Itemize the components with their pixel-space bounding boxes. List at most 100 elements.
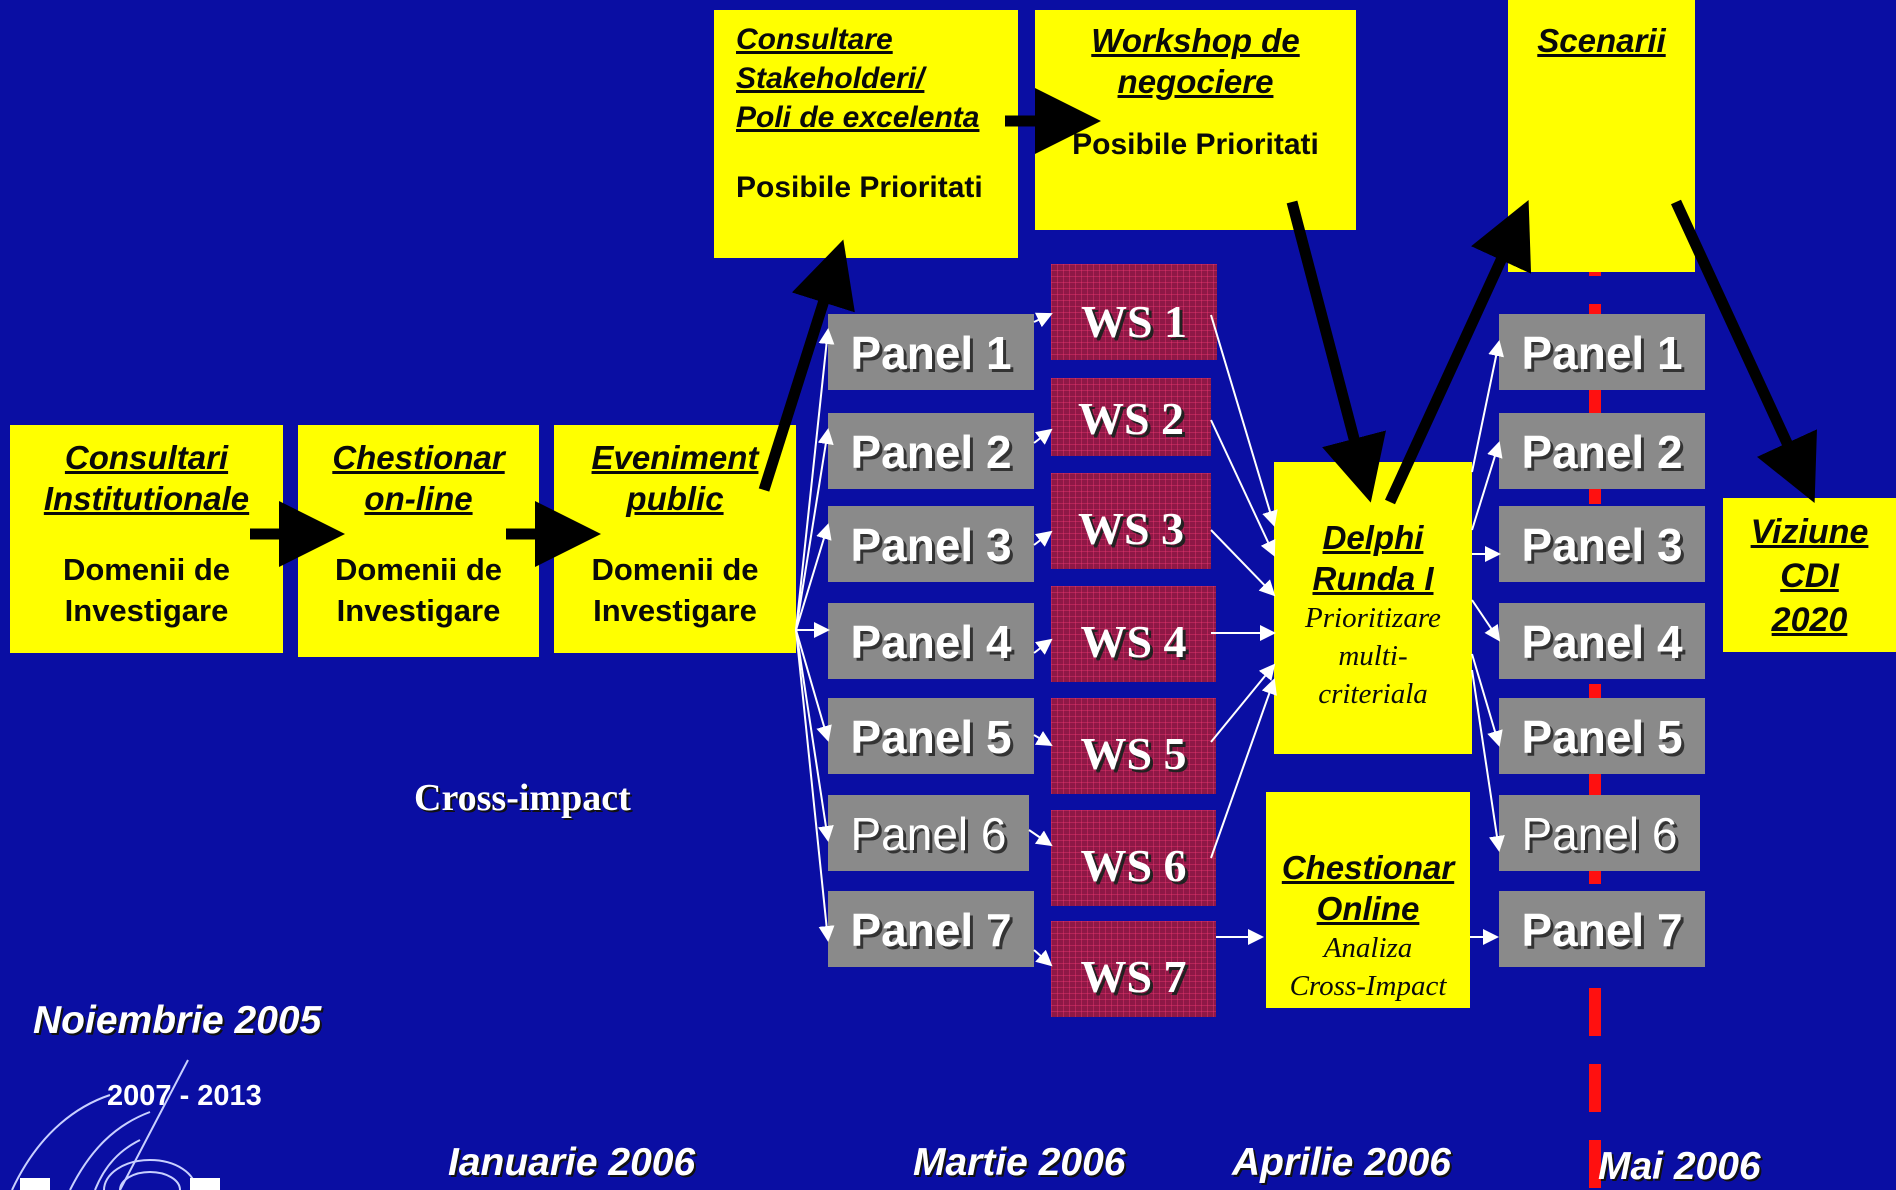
panel-right-5: Panel 5 [1499, 698, 1705, 774]
workshop-1: WS 1 [1051, 264, 1217, 360]
panel-right-2-label: Panel 2 [1521, 426, 1683, 478]
link-ws-6-delphi [1210, 678, 1277, 859]
ws-6-label: WS 6 [1080, 840, 1187, 891]
chestionar-online-title-2: Online [1316, 890, 1420, 927]
link-delphi-panel-4 [1471, 599, 1501, 642]
flow-arrows [250, 88, 1817, 567]
panel-right-7-label: Panel 7 [1521, 904, 1683, 956]
panel-right-4: Panel 4 [1499, 603, 1705, 679]
consultari-title-1: Consultari [64, 439, 229, 476]
consultari-title-2: Institutionale [43, 480, 250, 517]
month-noiembrie: Noiembrie 2005 [33, 999, 322, 1042]
panel-left-3-label: Panel 3 [850, 519, 1012, 571]
panel-right-3: Panel 3 [1499, 506, 1705, 582]
scenarii-title: Scenarii [1537, 22, 1666, 59]
fan-eveniment-panel-3 [795, 523, 832, 631]
link-panel-5-ws-5 [1033, 731, 1053, 747]
workshop-subtitle: Posibile Prioritati [1072, 128, 1319, 161]
arrow-scenarii-to-viziune [1671, 199, 1817, 503]
panel-right-1-label: Panel 1 [1521, 327, 1683, 379]
chestionar-left-sub-2: Investigare [336, 593, 501, 628]
fan-eveniment-panel-6 [795, 629, 834, 842]
delphi-desc-3: criteriala [1318, 678, 1428, 710]
panel-left-2: Panel 2 [828, 413, 1034, 489]
panel-right-1: Panel 1 [1499, 314, 1705, 390]
link-panel-7-ws-7 [1033, 949, 1053, 967]
viziune-title-2: CDI [1780, 557, 1839, 595]
panel-left-7-label: Panel 7 [850, 904, 1012, 956]
consultari-sub-2: Investigare [64, 593, 229, 628]
fan-eveniment-panel-1 [795, 328, 835, 631]
chestionar-online-title-1: Chestionar [1281, 849, 1455, 886]
cross-impact-label: Cross-impact [414, 777, 631, 819]
panel-left-3: Panel 3 [828, 506, 1034, 582]
panel-left-5-label: Panel 5 [850, 711, 1012, 763]
link-ws-5-delphi [1210, 663, 1276, 743]
link-delphi-panel-5 [1471, 653, 1503, 747]
link-delphi-panel-6 [1471, 669, 1505, 852]
ws-3-label: WS 3 [1077, 503, 1185, 554]
chestionar-left-title-2: on-line [364, 480, 473, 517]
panel-left-4-label: Panel 4 [850, 616, 1012, 668]
chestionar-online-desc-1: Analiza [1323, 932, 1413, 964]
eveniment-sub-1: Domenii de [591, 552, 759, 587]
eveniment-title-2: public [626, 480, 724, 517]
fan-eveniment-panel-2 [795, 428, 834, 631]
workshop-4: WS 4 [1051, 586, 1216, 682]
ws-4-label: WS 4 [1080, 616, 1187, 667]
panel-right-6-label: Panel 6 [1521, 808, 1678, 860]
chestionar-online-desc-2: Cross-Impact [1289, 970, 1447, 1002]
chestionar-left-title-1: Chestionar [332, 439, 505, 476]
ws-7-label: WS 7 [1080, 951, 1187, 1002]
delphi-desc-1: Prioritizare [1305, 602, 1441, 634]
panel-left-5: Panel 5 [828, 698, 1034, 774]
chestionar-left-sub-1: Domenii de [334, 552, 503, 587]
delphi-title-2: Runda I [1312, 560, 1434, 597]
delphi-runda-box: Delphi Runda I Prioritizare multi- crite… [1274, 462, 1472, 754]
ws-5-label: WS 5 [1080, 728, 1187, 779]
workshop-2: WS 2 [1051, 378, 1211, 456]
month-martie: Martie 2006 [913, 1141, 1126, 1184]
month-ianuarie: Ianuarie 2006 [448, 1141, 696, 1184]
month-aprilie: Aprilie 2006 [1232, 1141, 1451, 1184]
consultari-sub-1: Domenii de [62, 552, 231, 587]
ws-1-label: WS 1 [1080, 296, 1188, 347]
scenarii-box: Scenarii [1508, 0, 1695, 272]
panel-left-4: Panel 4 [828, 603, 1034, 679]
fan-eveniment-panel-5 [795, 629, 832, 742]
workshop-3: WS 3 [1051, 473, 1211, 569]
panel-right-4-label: Panel 4 [1521, 616, 1683, 668]
viziune-cdi-box: Viziune CDI 2020 [1723, 498, 1896, 652]
workshop-6: WS 6 [1051, 810, 1216, 906]
logo-year-label: 2007 - 2013 [107, 1080, 262, 1112]
panel-left-6: Panel 6 [828, 795, 1029, 871]
panel-right-3-label: Panel 3 [1521, 519, 1683, 571]
eveniment-sub-2: Investigare [593, 593, 757, 628]
arrow-workshop-to-delphi [1286, 200, 1386, 503]
viziune-title-1: Viziune [1750, 513, 1869, 551]
link-panel-1-ws-1 [1033, 312, 1053, 328]
link-ws-3-delphi [1210, 529, 1276, 597]
fan-eveniment-panel-7 [795, 629, 835, 942]
consultari-institutionale-box: Consultari Institutionale Domenii de Inv… [10, 425, 283, 653]
fan-lines [795, 312, 1505, 967]
link-panel-3-ws-3 [1033, 530, 1053, 547]
panel-left-2-label: Panel 2 [850, 426, 1012, 478]
logo-emblem [11, 1059, 220, 1190]
panel-left-7: Panel 7 [828, 891, 1034, 967]
chestionar-online-box: Chestionar Online Analiza Cross-Impact [1266, 792, 1470, 1008]
link-ws-1-delphi [1210, 314, 1278, 527]
link-panel-4-ws-4 [1033, 638, 1053, 655]
panel-right-5-label: Panel 5 [1521, 711, 1683, 763]
panel-right-2: Panel 2 [1499, 413, 1705, 489]
delphi-desc-2: multi- [1338, 640, 1408, 672]
link-delphi-panel-1 [1471, 340, 1504, 473]
consultare-title-2: Stakeholderi/ [736, 62, 925, 95]
link-delphi-panel-2 [1471, 441, 1503, 531]
consultare-title-3: Poli de excelenta [736, 101, 980, 134]
month-mai: Mai 2006 [1598, 1145, 1761, 1188]
panel-left-1-label: Panel 1 [850, 327, 1012, 379]
delphi-title-1: Delphi [1322, 519, 1424, 556]
consultare-title-1: Consultare [736, 23, 893, 56]
